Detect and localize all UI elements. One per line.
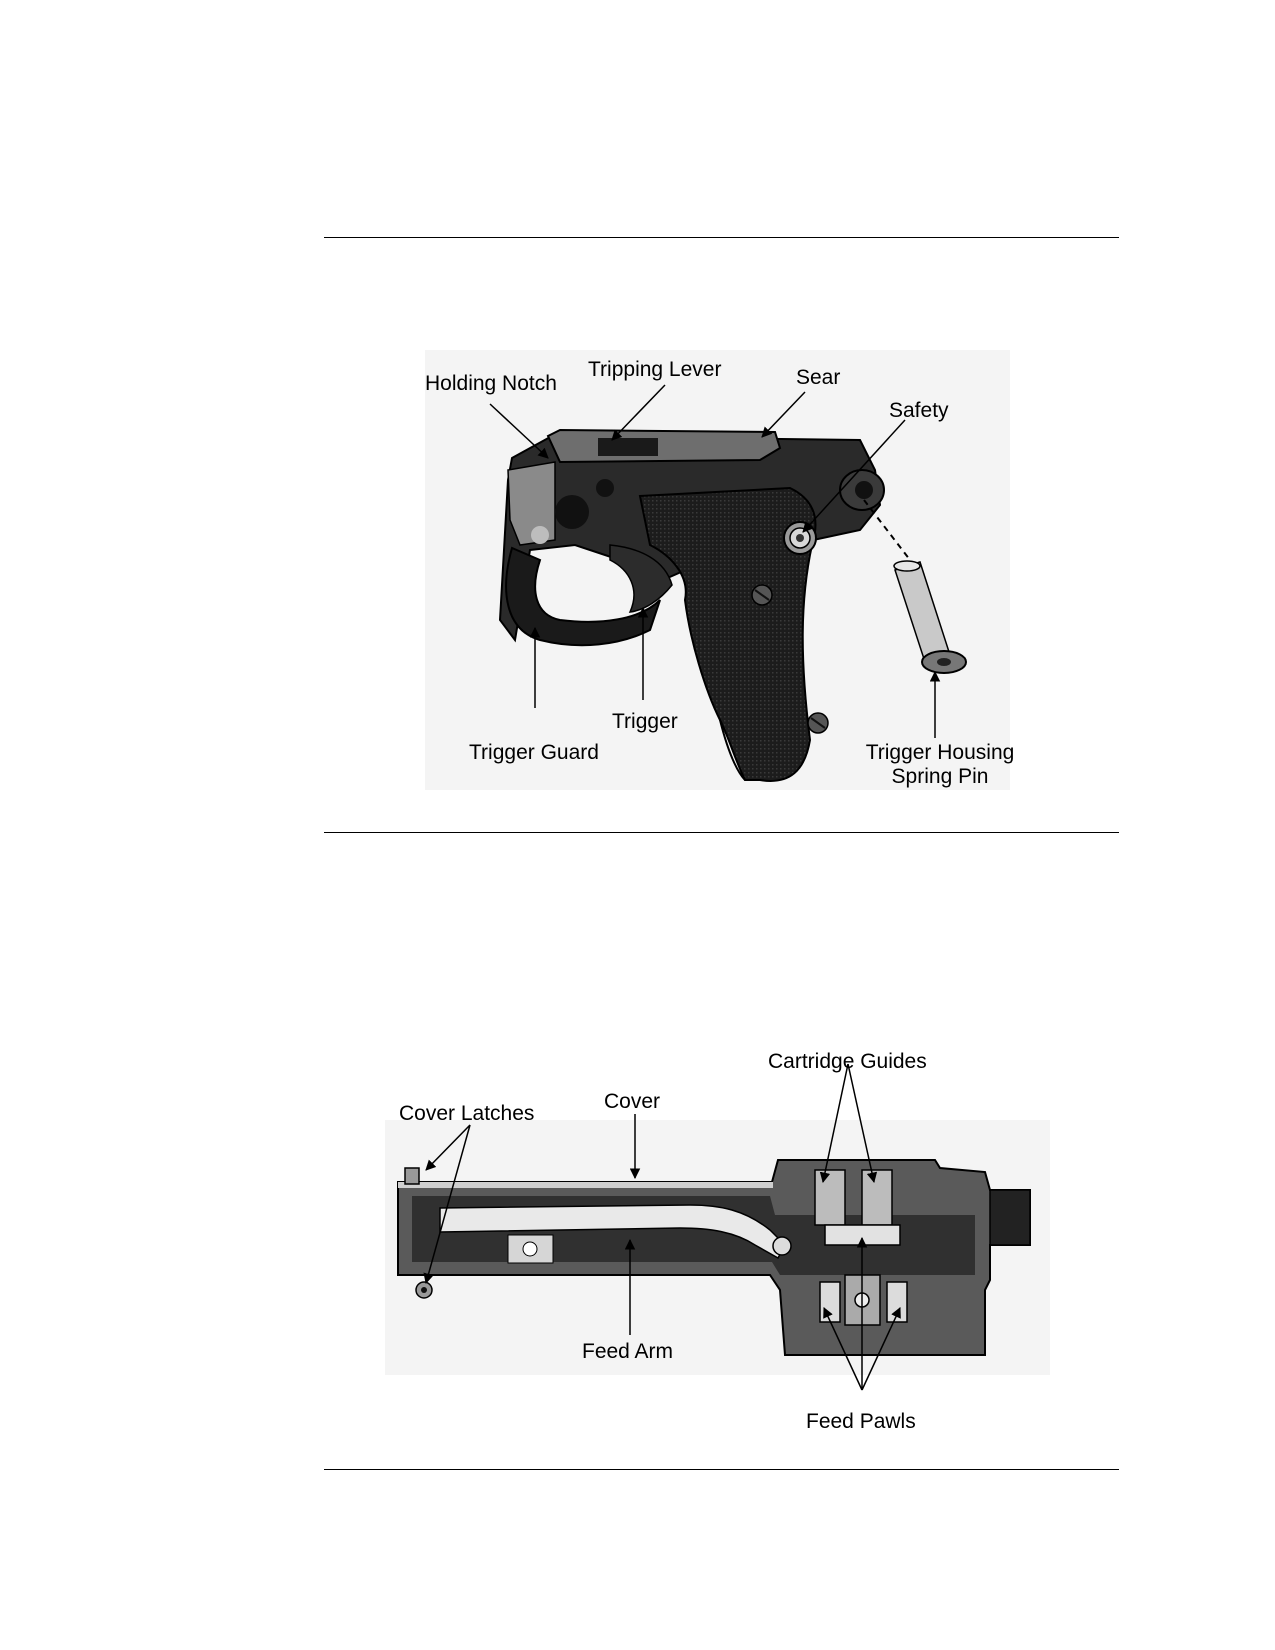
label-safety: Safety <box>889 399 949 422</box>
middle-divider <box>324 832 1119 833</box>
trigger-housing-figure: Holding Notch Tripping Lever Sear Safety… <box>425 350 1025 790</box>
label-trigger-guard: Trigger Guard <box>469 741 599 764</box>
trigger-figure-leaders <box>489 384 941 738</box>
label-feed-arm: Feed Arm <box>582 1340 674 1363</box>
trigger-guard-shape <box>505 544 673 647</box>
label-trigger-housing-line2: Spring Pin <box>891 765 989 788</box>
label-trigger-housing-spring-pin: Trigger Housing Spring Pin <box>855 741 1025 789</box>
cover-assembly-figure: Cartridge Guides Cover Cover Latches Fee… <box>385 1050 1050 1433</box>
feed-arm-shape <box>439 1204 792 1264</box>
grip-panel <box>638 486 829 782</box>
label-tripping-lever: Tripping Lever <box>588 358 722 381</box>
spring-pin <box>863 499 967 674</box>
label-trigger: Trigger <box>612 710 678 733</box>
trigger-housing-illustration <box>425 350 1010 790</box>
label-cartridge-guides: Cartridge Guides <box>768 1050 927 1073</box>
cover-assembly-illustration <box>385 1063 1050 1391</box>
bottom-divider <box>324 1469 1119 1470</box>
label-holding-notch: Holding Notch <box>425 372 557 395</box>
label-trigger-housing-line1: Trigger Housing <box>865 741 1015 764</box>
label-cover-latches: Cover Latches <box>399 1102 535 1125</box>
top-divider <box>324 237 1119 238</box>
label-sear: Sear <box>796 366 841 389</box>
label-cover: Cover <box>604 1090 661 1113</box>
label-feed-pawls: Feed Pawls <box>806 1410 916 1433</box>
cover-figure-leaders <box>423 1063 901 1391</box>
